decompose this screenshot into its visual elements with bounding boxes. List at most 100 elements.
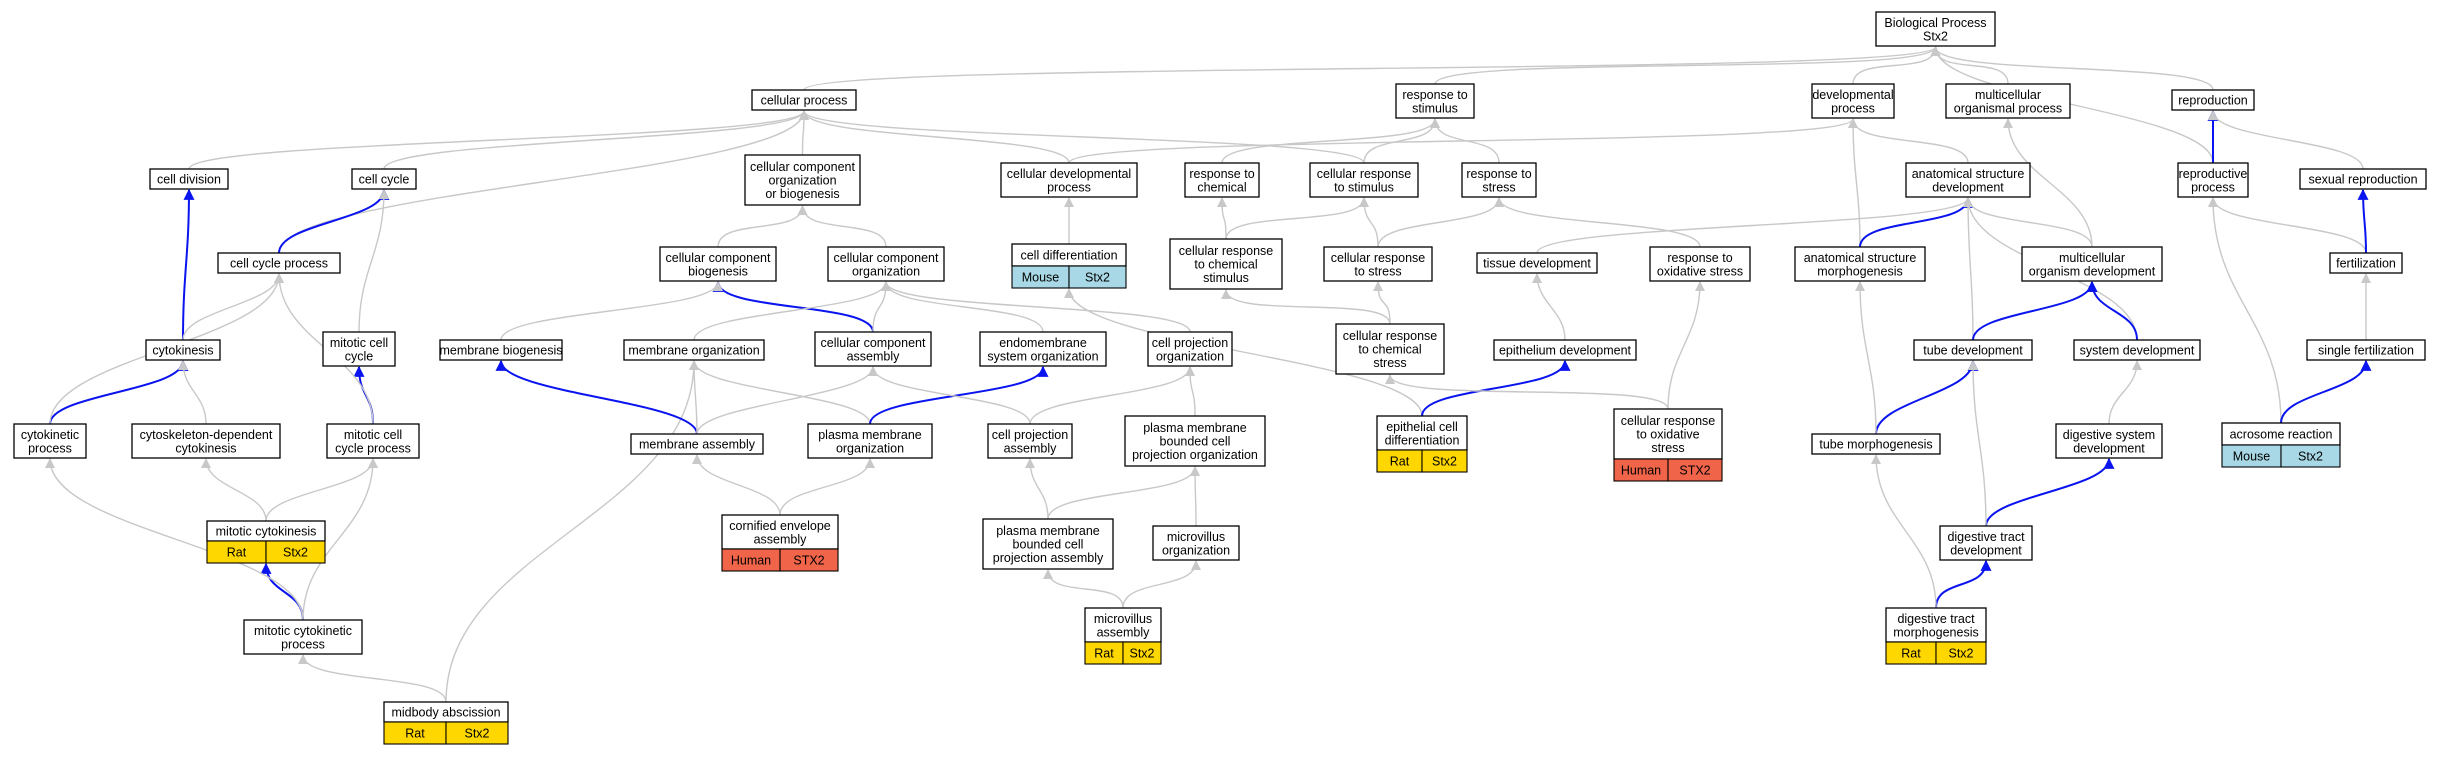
node-label: organization [836, 441, 904, 455]
node-tube-development[interactable]: tube development [1913, 339, 2033, 361]
badge-cell [2280, 444, 2341, 468]
node-box [982, 518, 1114, 570]
edge-digestive_tract_morph-to-digestive_tract_dev [1935, 559, 1992, 609]
node-box [13, 423, 87, 459]
node-cellular-process[interactable]: cellular process [751, 89, 857, 111]
node-box [1169, 238, 1283, 290]
node-box [1152, 525, 1240, 561]
node-label: development [2073, 441, 2145, 455]
node-label: assembly [1004, 441, 1058, 455]
node-reproduction[interactable]: reproduction [2171, 89, 2255, 111]
node-box [814, 331, 932, 367]
edge-acrosome_reaction-to-single_fertilization [2280, 359, 2372, 424]
node-membrane-organization[interactable]: membrane organization [623, 339, 765, 361]
node-label: system development [2080, 344, 2195, 358]
node-single-fertilization[interactable]: single fertilization [2306, 339, 2426, 361]
node-epithelium-development[interactable]: epithelium development [1493, 339, 1637, 361]
badge-cell [1935, 641, 1987, 665]
edge-cell_projection_org-to-cc_organization [881, 281, 1191, 333]
node-sexual-reproduction[interactable]: sexual reproduction [2299, 168, 2427, 190]
edge-response_chemical-to-response_stimulus [1221, 118, 1440, 164]
node-label: cytokinesis [152, 344, 213, 358]
node-label: cell cycle process [230, 257, 328, 271]
node-label: midbody abscission [391, 706, 500, 720]
badge-rat: Rat [383, 721, 447, 745]
node-membrane-biogenesis[interactable]: membrane biogenesis [439, 339, 563, 361]
node-cell-cycle-process[interactable]: cell cycle process [217, 252, 341, 274]
node-system-development[interactable]: system development [2073, 339, 2201, 361]
node-label: cellular developmental [1007, 167, 1131, 181]
badge-label: Mouse [1022, 271, 1060, 285]
node-tissue-development[interactable]: tissue development [1476, 252, 1598, 274]
node-box [827, 246, 945, 282]
node-label: digestive system [2063, 428, 2155, 442]
node-label: cell cycle [359, 173, 410, 187]
badge-cell [445, 721, 509, 745]
badge-label: Rat [1901, 647, 1921, 661]
node-fertilization[interactable]: fertilization [2329, 252, 2403, 274]
node-label: multicellular [2059, 251, 2125, 265]
badge-label: Stx2 [1948, 647, 1973, 661]
node-box [659, 246, 777, 282]
node-cell-division[interactable]: cell division [149, 168, 229, 190]
node-cell-cycle[interactable]: cell cycle [351, 168, 417, 190]
edge-response_stimulus-to-bp [1434, 46, 1941, 85]
node-tube-morphogenesis[interactable]: tube morphogenesis [1811, 433, 1941, 455]
node-label: microvillus [1094, 612, 1152, 626]
node-label: cornified envelope [729, 519, 831, 533]
node-label: tube development [1923, 344, 2023, 358]
node-membrane-assembly[interactable]: membrane assembly [630, 433, 764, 455]
edge-cytokinetic_process-to-cytokinesis [49, 359, 189, 425]
node-label: morphogenesis [1893, 625, 1978, 639]
badge-cell [779, 548, 839, 572]
edge-digestive_tract_dev-to-tube_development [1968, 360, 1987, 527]
node-cytokinesis[interactable]: cytokinesis [145, 339, 221, 361]
node-label: organization [768, 174, 836, 188]
edge-endomembrane_system-to-cc_organization [881, 281, 1044, 333]
node-label: cellular response [1621, 414, 1716, 428]
